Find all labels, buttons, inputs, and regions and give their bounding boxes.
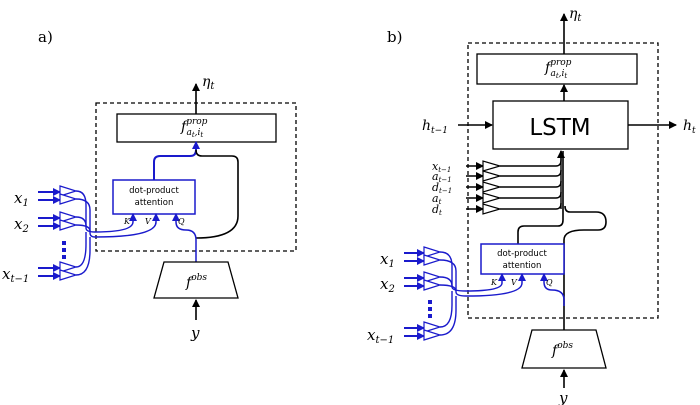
panel-a-input-triangles [59, 185, 79, 281]
panel-a-fprop-box [116, 113, 277, 143]
panel-a-obs-bypass [195, 149, 239, 239]
panel-b-h-in-label: ht−1 [422, 118, 448, 136]
panel-a-query-label: Q [178, 217, 185, 226]
panel-b-fobs-box [521, 329, 607, 369]
panel-b-h-out-label: ht [683, 118, 696, 136]
panel-b-module-box [467, 42, 659, 319]
panel-b-ellipsis [428, 300, 432, 318]
panel-b-label: b) [387, 28, 402, 46]
panel-a-input-lines [38, 188, 61, 280]
panel-b-attention-to-lstm [517, 151, 564, 244]
panel-a-label: a) [38, 28, 53, 46]
panel-a-fobs-label: fobs [185, 273, 207, 291]
panel-a-key-arrow [94, 213, 137, 233]
panel-a-input-x2: x2 [14, 215, 29, 235]
panel-b-query-arrow [540, 273, 565, 306]
panel-a-bundle [75, 190, 96, 276]
panel-a-key-label: K [123, 217, 131, 226]
panel-a-input-xt1: xt−1 [2, 265, 29, 285]
panel-b-obs-bypass [563, 221, 607, 306]
panel-b-obs-bypass-top [564, 205, 607, 223]
panel-a-y-label: y [190, 324, 200, 342]
panel-b-input-x1: x1 [380, 250, 395, 270]
panel-a-attention-to-fprop [153, 141, 200, 180]
panel-b-extra-at1: at−1 [432, 170, 452, 184]
panel-a-value-label: V [145, 217, 152, 226]
panel-b-extra-triangles [482, 160, 503, 215]
panel-a-query-arrow [172, 213, 197, 262]
panel-b-extra-bundle [500, 150, 565, 210]
panel-b-query-label: Q [546, 278, 553, 287]
panel-a-ellipsis [62, 241, 66, 259]
panel-b-output-label: ηt [569, 6, 582, 24]
panel-b-key-arrow [465, 273, 506, 292]
panel-b-extra-inputs: xt−1 at−1 dt−1 at dt [432, 150, 565, 217]
panel-b-value-arrow [465, 273, 526, 297]
panel-b-fobs-label: fobs [551, 341, 573, 359]
panel-b-attention-line1: dot-product [497, 249, 547, 259]
panel-b-key-label: K [490, 278, 498, 287]
panel-b-inputs: x1 x2 xt−1 [367, 246, 467, 346]
panel-b-input-lines [404, 249, 425, 340]
panel-b-extra-at: at [432, 192, 442, 206]
panel-b-lstm-label: LSTM [529, 115, 590, 141]
panel-b-extra-dt1: dt−1 [432, 181, 452, 195]
panel-b-value-label: V [511, 278, 518, 287]
panel-a-attention-line2: attention [135, 198, 174, 208]
panel-a-attention-line1: dot-product [129, 186, 179, 196]
panel-b-bundle [439, 251, 467, 336]
panel-b-extra-xt1: xt−1 [432, 160, 451, 174]
panel-b-attention-line2: attention [503, 261, 542, 271]
panel-b-input-x2: x2 [380, 275, 395, 295]
panel-b-input-triangles [423, 246, 443, 341]
panel-b-fprop-box [476, 53, 638, 85]
panel-b-y-label: y [558, 389, 568, 405]
panel-a-input-x1: x1 [14, 189, 29, 209]
panel-b-attention-box [480, 243, 565, 275]
panel-b-extra-dt: dt [432, 203, 442, 217]
panel-a-value-arrow [94, 213, 160, 238]
panel-b-input-xt1: xt−1 [367, 326, 394, 346]
panel-a-output-label: ηt [202, 74, 215, 92]
panel-b-extra-lines [466, 162, 484, 213]
panel-a-inputs: x1 x2 xt−1 [2, 185, 96, 285]
panel-a-fobs-box [153, 261, 239, 299]
